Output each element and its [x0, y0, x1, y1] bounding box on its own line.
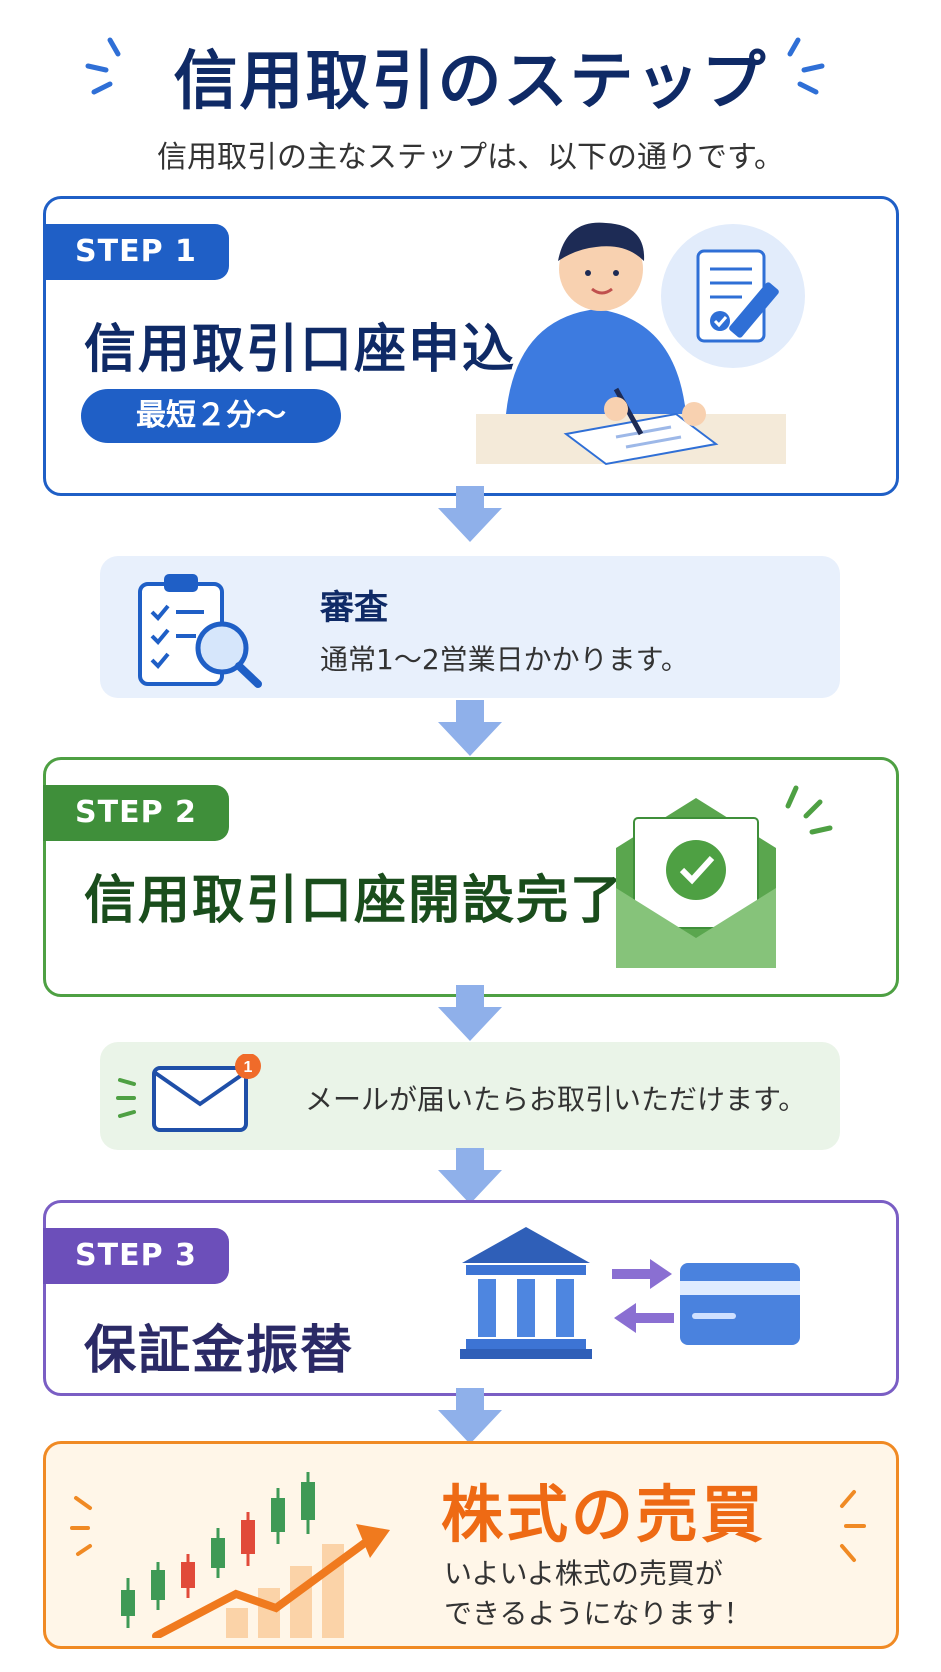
step1-duration-pill: 最短２分〜	[81, 389, 341, 443]
envelope-check-icon	[616, 785, 833, 968]
sparkle-right-icon	[840, 1490, 866, 1562]
step1-title: 信用取引口座申込	[84, 320, 517, 380]
page-title: 信用取引のステップ	[173, 45, 768, 119]
mail-count-badge: 1	[244, 1059, 253, 1076]
sparkle-left-icon	[85, 37, 121, 95]
person-writing-icon	[476, 222, 786, 466]
finale-line-1: いよいよ株式の売買が	[444, 1557, 723, 1590]
step2-badge: STEP 2	[43, 785, 229, 841]
step1-badge: STEP 1	[43, 224, 229, 280]
step2-title: 信用取引口座開設完了	[84, 871, 625, 931]
review-box: 審査 通常1〜2営業日かかります。	[100, 556, 840, 698]
step3-badge: STEP 3	[43, 1228, 229, 1284]
mail-notification-icon: 1	[116, 1054, 261, 1132]
finale-text: いよいよ株式の売買が できるようになります！	[444, 1554, 774, 1634]
finale-line-2: できるようになります！	[444, 1597, 752, 1630]
transfer-arrows-icon	[612, 1259, 674, 1333]
step3-card: STEP 3 保証金振替	[43, 1200, 899, 1396]
step1-card: STEP 1 信用取引口座申込 最短２分〜	[43, 196, 899, 496]
finale-card: 株式の売買 いよいよ株式の売買が できるようになります！	[43, 1441, 899, 1649]
down-arrow-icon	[438, 700, 502, 756]
page-subtitle: 信用取引の主なステップは、以下の通りです。	[157, 140, 784, 175]
clipboard-search-icon	[138, 574, 262, 688]
stock-chart-icon	[70, 1472, 390, 1638]
review-text: 通常1〜2営業日かかります。	[320, 643, 689, 676]
step2-card: STEP 2 信用取引口座開設完了	[43, 757, 899, 997]
down-arrow-icon	[438, 985, 502, 1041]
down-arrow-icon	[438, 1388, 502, 1444]
review-title: 審査	[320, 588, 388, 628]
finale-title: 株式の売買	[441, 1478, 767, 1551]
document-pen-icon	[661, 224, 805, 368]
down-arrow-icon	[438, 1148, 502, 1204]
mail-notice-box: 1 メールが届いたらお取引いただけます。	[100, 1042, 840, 1150]
sparkle-right-icon	[787, 37, 825, 95]
mail-notice-text: メールが届いたらお取引いただけます。	[305, 1083, 807, 1116]
card-icon	[680, 1263, 800, 1345]
step3-title: 保証金振替	[84, 1321, 355, 1381]
down-arrow-icon	[438, 486, 502, 542]
bank-icon	[460, 1227, 592, 1359]
